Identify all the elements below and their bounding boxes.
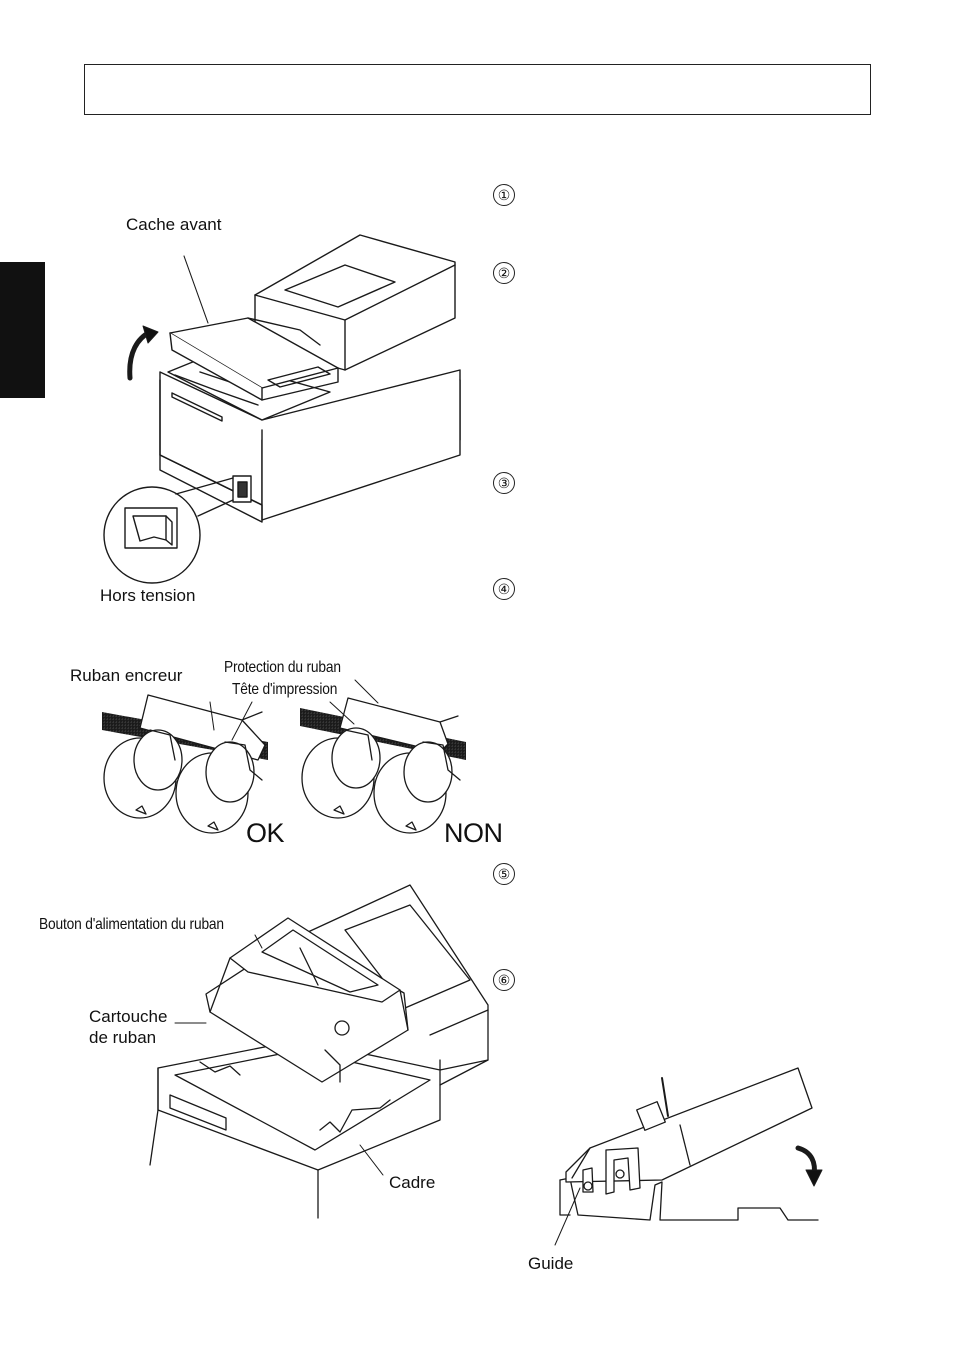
step-4-marker: ④ [493,578,515,600]
step-1-marker: ① [493,184,515,206]
step-5-marker: ⑤ [493,863,515,885]
step-2-marker: ② [493,262,515,284]
step-3-marker: ③ [493,472,515,494]
front-cover-label: Cache avant [126,215,222,234]
power-off-label: Hors tension [100,586,196,605]
ribbon-cartridge-label-line2: de ruban [89,1028,157,1047]
header-box [84,64,871,115]
ribbon-cartridge-label-line1: Cartouche [89,1007,168,1026]
print-head-label: Tête d'impression [232,681,338,698]
guide-label: Guide [528,1254,574,1273]
ink-ribbon-label: Ruban encreur [70,666,183,685]
ok-label: OK [246,818,285,848]
ribbon-protection-label: Protection du ruban [224,659,341,676]
step-6-marker: ⑥ [493,969,515,991]
side-tab-marker [0,262,45,398]
frame-label: Cadre [389,1173,436,1192]
no-label: NON [444,818,503,848]
ribbon-feed-knob-label: Bouton d'alimentation du ruban [39,916,224,933]
